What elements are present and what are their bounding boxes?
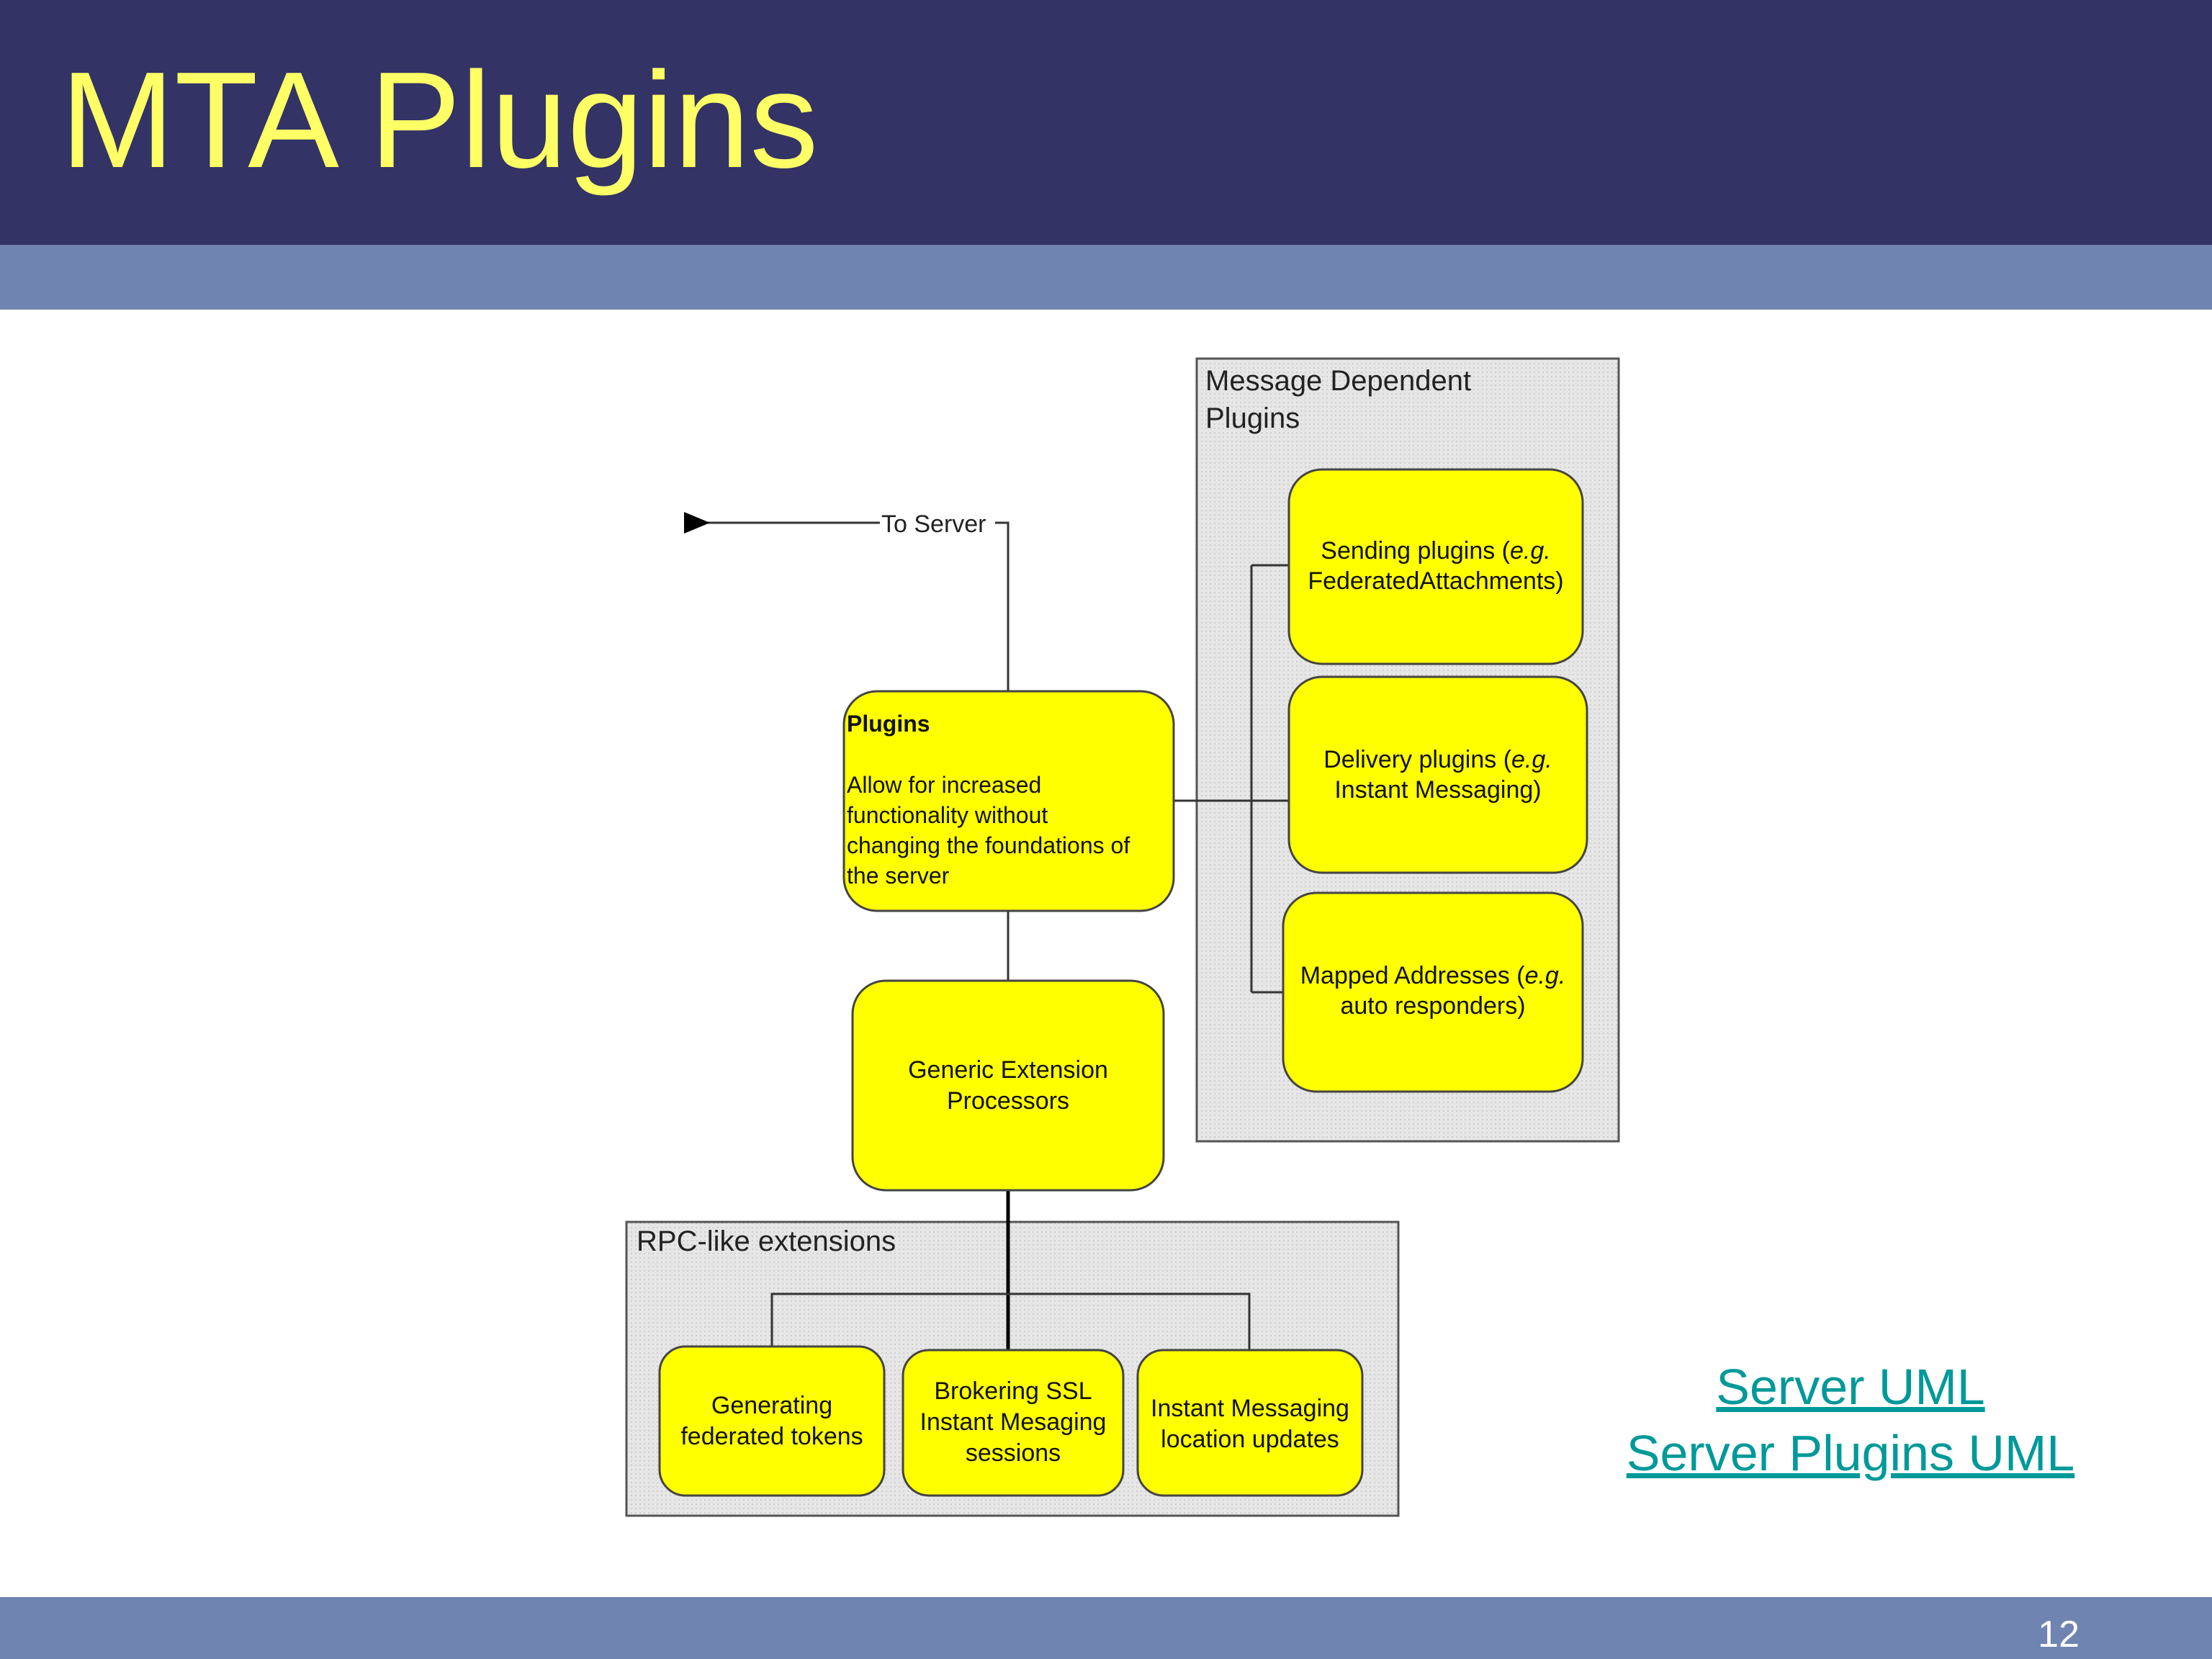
- page-number: 12: [2038, 1614, 2080, 1655]
- uml-links: Server UML Server Plugins UML: [1570, 1354, 2131, 1486]
- generic-extension-line-2: Processors: [947, 1087, 1069, 1115]
- title-bar: [0, 0, 2212, 245]
- accent-bar: [0, 245, 2212, 310]
- slide-title: MTA Plugins: [60, 44, 819, 197]
- footer-bar: [0, 1597, 2212, 1659]
- rpc-extensions-label: RPC-like extensions: [637, 1226, 896, 1257]
- message-dependent-label-1: Message Dependent: [1205, 365, 1471, 397]
- mapped-addresses-line-2: auto responders): [1340, 992, 1525, 1020]
- brokering-ssl-line-2: Instant Mesaging: [920, 1408, 1107, 1436]
- mapped-addresses-line-1: Mapped Addresses (e.g.: [1300, 962, 1566, 989]
- instant-messaging-location-line-2: location updates: [1161, 1426, 1339, 1453]
- generic-extension-box: [851, 979, 1165, 1192]
- brokering-ssl-line-3: sessions: [966, 1439, 1061, 1467]
- generating-tokens-line-1: Generating: [711, 1392, 832, 1419]
- delivery-plugins-line-1: Delivery plugins (e.g.: [1323, 746, 1552, 773]
- to-server-label: To Server: [881, 511, 986, 538]
- delivery-plugins-line-2: Instant Messaging): [1334, 776, 1541, 804]
- plugins-box-line-4: the server: [847, 863, 950, 889]
- instant-messaging-location-line-1: Instant Messaging: [1151, 1395, 1349, 1422]
- generating-tokens-box: [658, 1345, 886, 1497]
- connector-lines: [684, 512, 1289, 1350]
- server-uml-link[interactable]: Server UML: [1716, 1359, 1985, 1415]
- mapped-addresses-box: [1282, 891, 1584, 1093]
- plugins-box-line-3: changing the foundations of: [847, 832, 1130, 858]
- server-plugins-uml-link[interactable]: Server Plugins UML: [1626, 1425, 2075, 1481]
- generic-extension-line-1: Generic Extension: [908, 1056, 1108, 1084]
- generating-tokens-line-2: federated tokens: [680, 1423, 863, 1450]
- sending-plugins-line-1: Sending plugins (e.g.: [1321, 537, 1550, 565]
- sending-plugins-line-2: FederatedAttachments): [1308, 567, 1563, 595]
- brokering-ssl-line-1: Brokering SSL: [934, 1377, 1092, 1405]
- brokering-ssl-box: [902, 1349, 1125, 1497]
- instant-messaging-location-box: [1136, 1349, 1364, 1497]
- plugins-box-line-1: Allow for increased: [847, 772, 1041, 798]
- sending-plugins-box: [1287, 468, 1584, 665]
- delivery-plugins-box: [1287, 675, 1588, 874]
- plugins-box: [842, 690, 1175, 912]
- plugins-box-title: Plugins: [847, 711, 930, 737]
- message-dependent-label-2: Plugins: [1205, 403, 1300, 434]
- plugins-box-line-2: functionality without: [847, 802, 1048, 828]
